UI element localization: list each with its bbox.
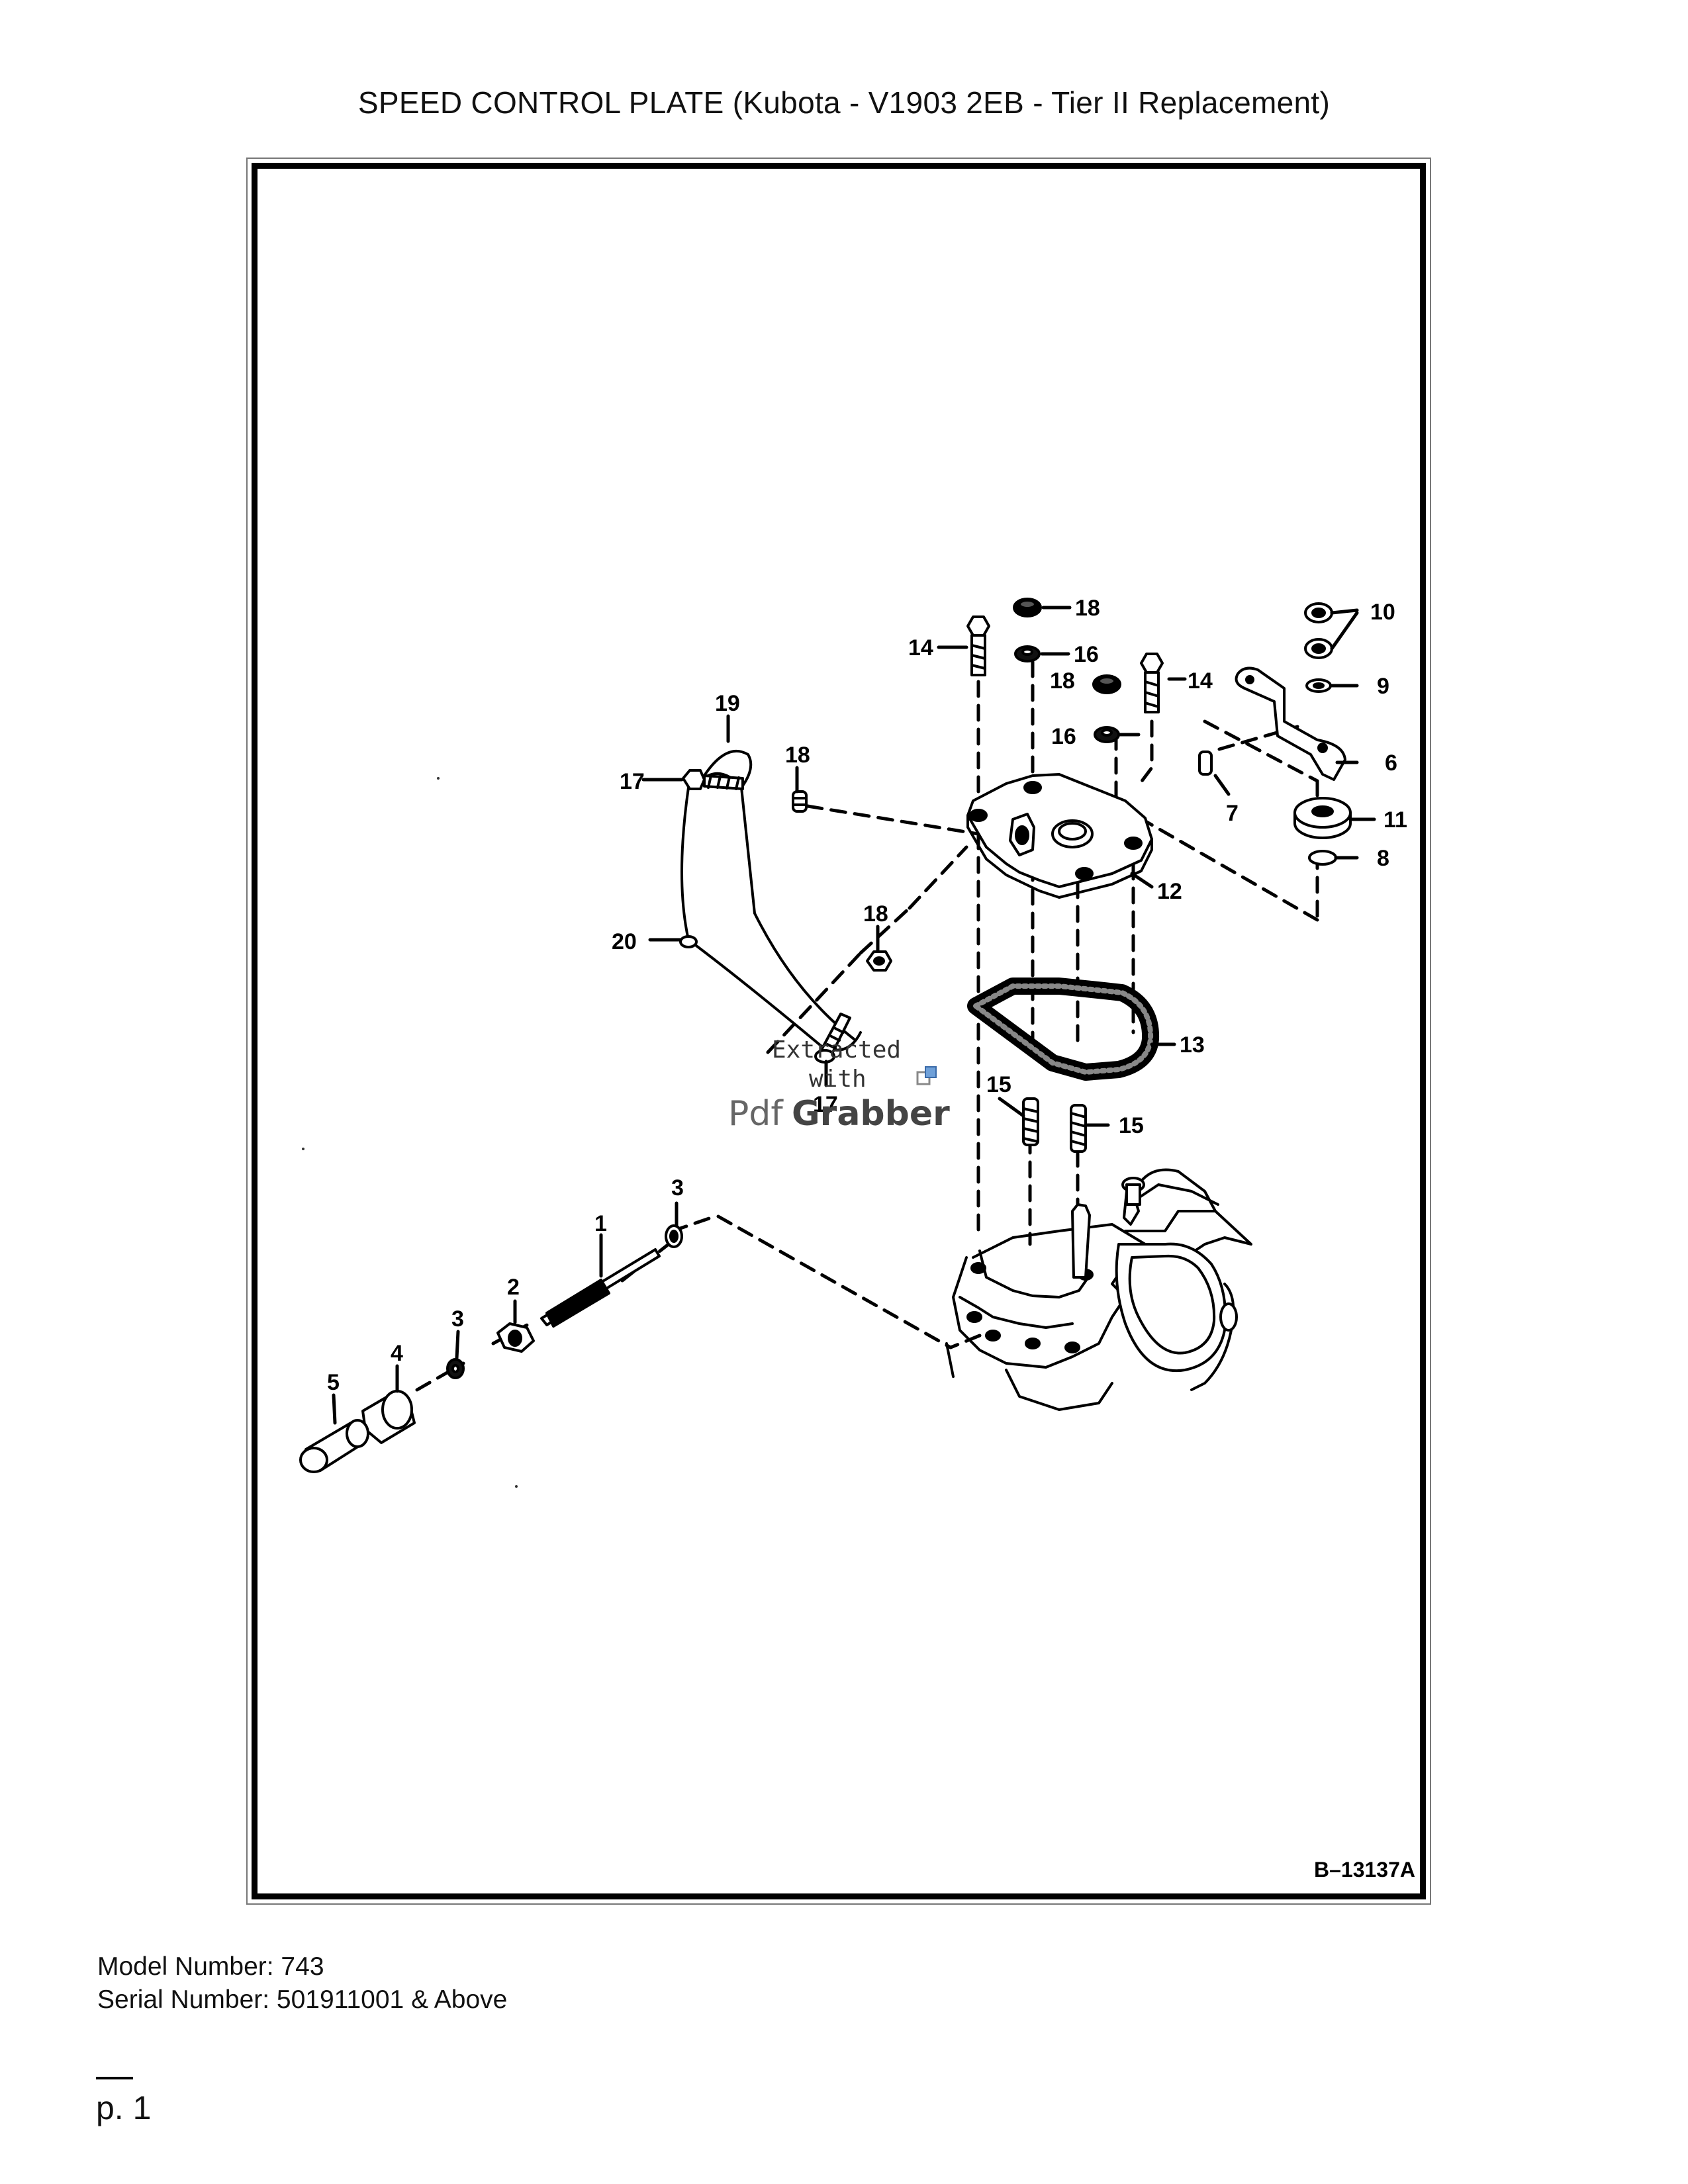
bolt-17-lower [814,1013,851,1064]
callout-15: 15 [986,1072,1011,1097]
lever-6 [1235,666,1346,781]
rod-1 [540,1248,661,1328]
callout-17: 17 [620,769,645,794]
diagram-frame [252,163,1426,1899]
scan-specks [302,777,518,1488]
washer-3-left [446,1358,465,1379]
nut-18-top [1013,598,1042,617]
watermark-line-2: with [809,1066,867,1093]
nut-2 [496,1322,535,1353]
callout-14: 14 [1188,668,1213,694]
callout-9: 9 [1377,674,1389,699]
sleeve-4 [361,1390,416,1444]
nut-18-lower [866,950,892,972]
serial-number: Serial Number: 501911001 & Above [97,1985,508,2014]
callout-1: 1 [594,1211,607,1236]
callout-18: 18 [1050,668,1075,694]
cap-5 [299,1419,369,1473]
bolt-17-top [682,769,744,790]
callout-12: 12 [1157,879,1182,904]
stud-15-right [1070,1104,1087,1153]
callout-14: 14 [908,635,933,660]
key-7 [1198,751,1213,776]
page-footer-rule [96,2077,133,2079]
diagram-frame-outer [246,158,1431,1905]
page-title: SPEED CONTROL PLATE (Kubota - V1903 2EB … [357,85,1331,120]
stud-15-left [1022,1097,1039,1146]
nuts-10 [1304,602,1333,659]
speed-control-plate-12 [966,773,1153,899]
washer-16-mid [1094,726,1120,743]
callout-8: 8 [1377,846,1389,871]
callout-16: 16 [1074,642,1099,667]
nut-18-mid [1092,674,1121,694]
callout-leaders [332,606,1376,1425]
callout-10: 10 [1370,600,1395,625]
callout-13: 13 [1180,1032,1205,1058]
callout-20: 20 [612,929,637,954]
callout-17: 17 [813,1092,838,1117]
washer-16-top [1014,645,1041,662]
pdfgrabber-watermark: Extracted with Pdf Grabber [728,1036,950,1134]
linkage-19 [680,750,862,1052]
nut-18-left [792,790,808,813]
callout-18: 18 [1075,596,1100,621]
callout-16: 16 [1051,724,1076,749]
clip-20 [679,935,698,948]
callout-5: 5 [327,1370,340,1395]
watermark-line-1: Extracted [772,1036,901,1064]
callout-7: 7 [1226,801,1239,826]
gasket-13 [967,978,1160,1081]
seal-8 [1308,850,1337,866]
washer-9 [1305,678,1332,693]
figure-id: B–13137A [1314,1858,1415,1882]
callout-18: 18 [863,901,888,927]
callout-6: 6 [1385,751,1397,776]
callout-19: 19 [715,691,740,716]
watermark-logo-right: Grabber [792,1094,950,1134]
callout-11: 11 [1383,807,1407,833]
bolt-14-right [1140,653,1164,713]
callout-3: 3 [671,1175,684,1201]
washer-3-right [665,1224,683,1248]
model-number: Model Number: 743 [97,1952,324,1981]
watermark-logo-left: Pdf [728,1094,784,1134]
callout-15: 15 [1119,1113,1144,1138]
callout-2: 2 [507,1275,520,1300]
page-number: p. 1 [96,2089,152,2126]
page-footer: p. 1 [96,2077,151,2127]
callout-3: 3 [451,1306,464,1332]
watermark-logo-icon-fill [925,1066,937,1078]
engine-housing [945,1168,1252,1411]
callout-4: 4 [391,1341,403,1366]
bolt-14-left [966,615,990,676]
callout-18: 18 [785,743,810,768]
bushing-11 [1293,797,1352,839]
